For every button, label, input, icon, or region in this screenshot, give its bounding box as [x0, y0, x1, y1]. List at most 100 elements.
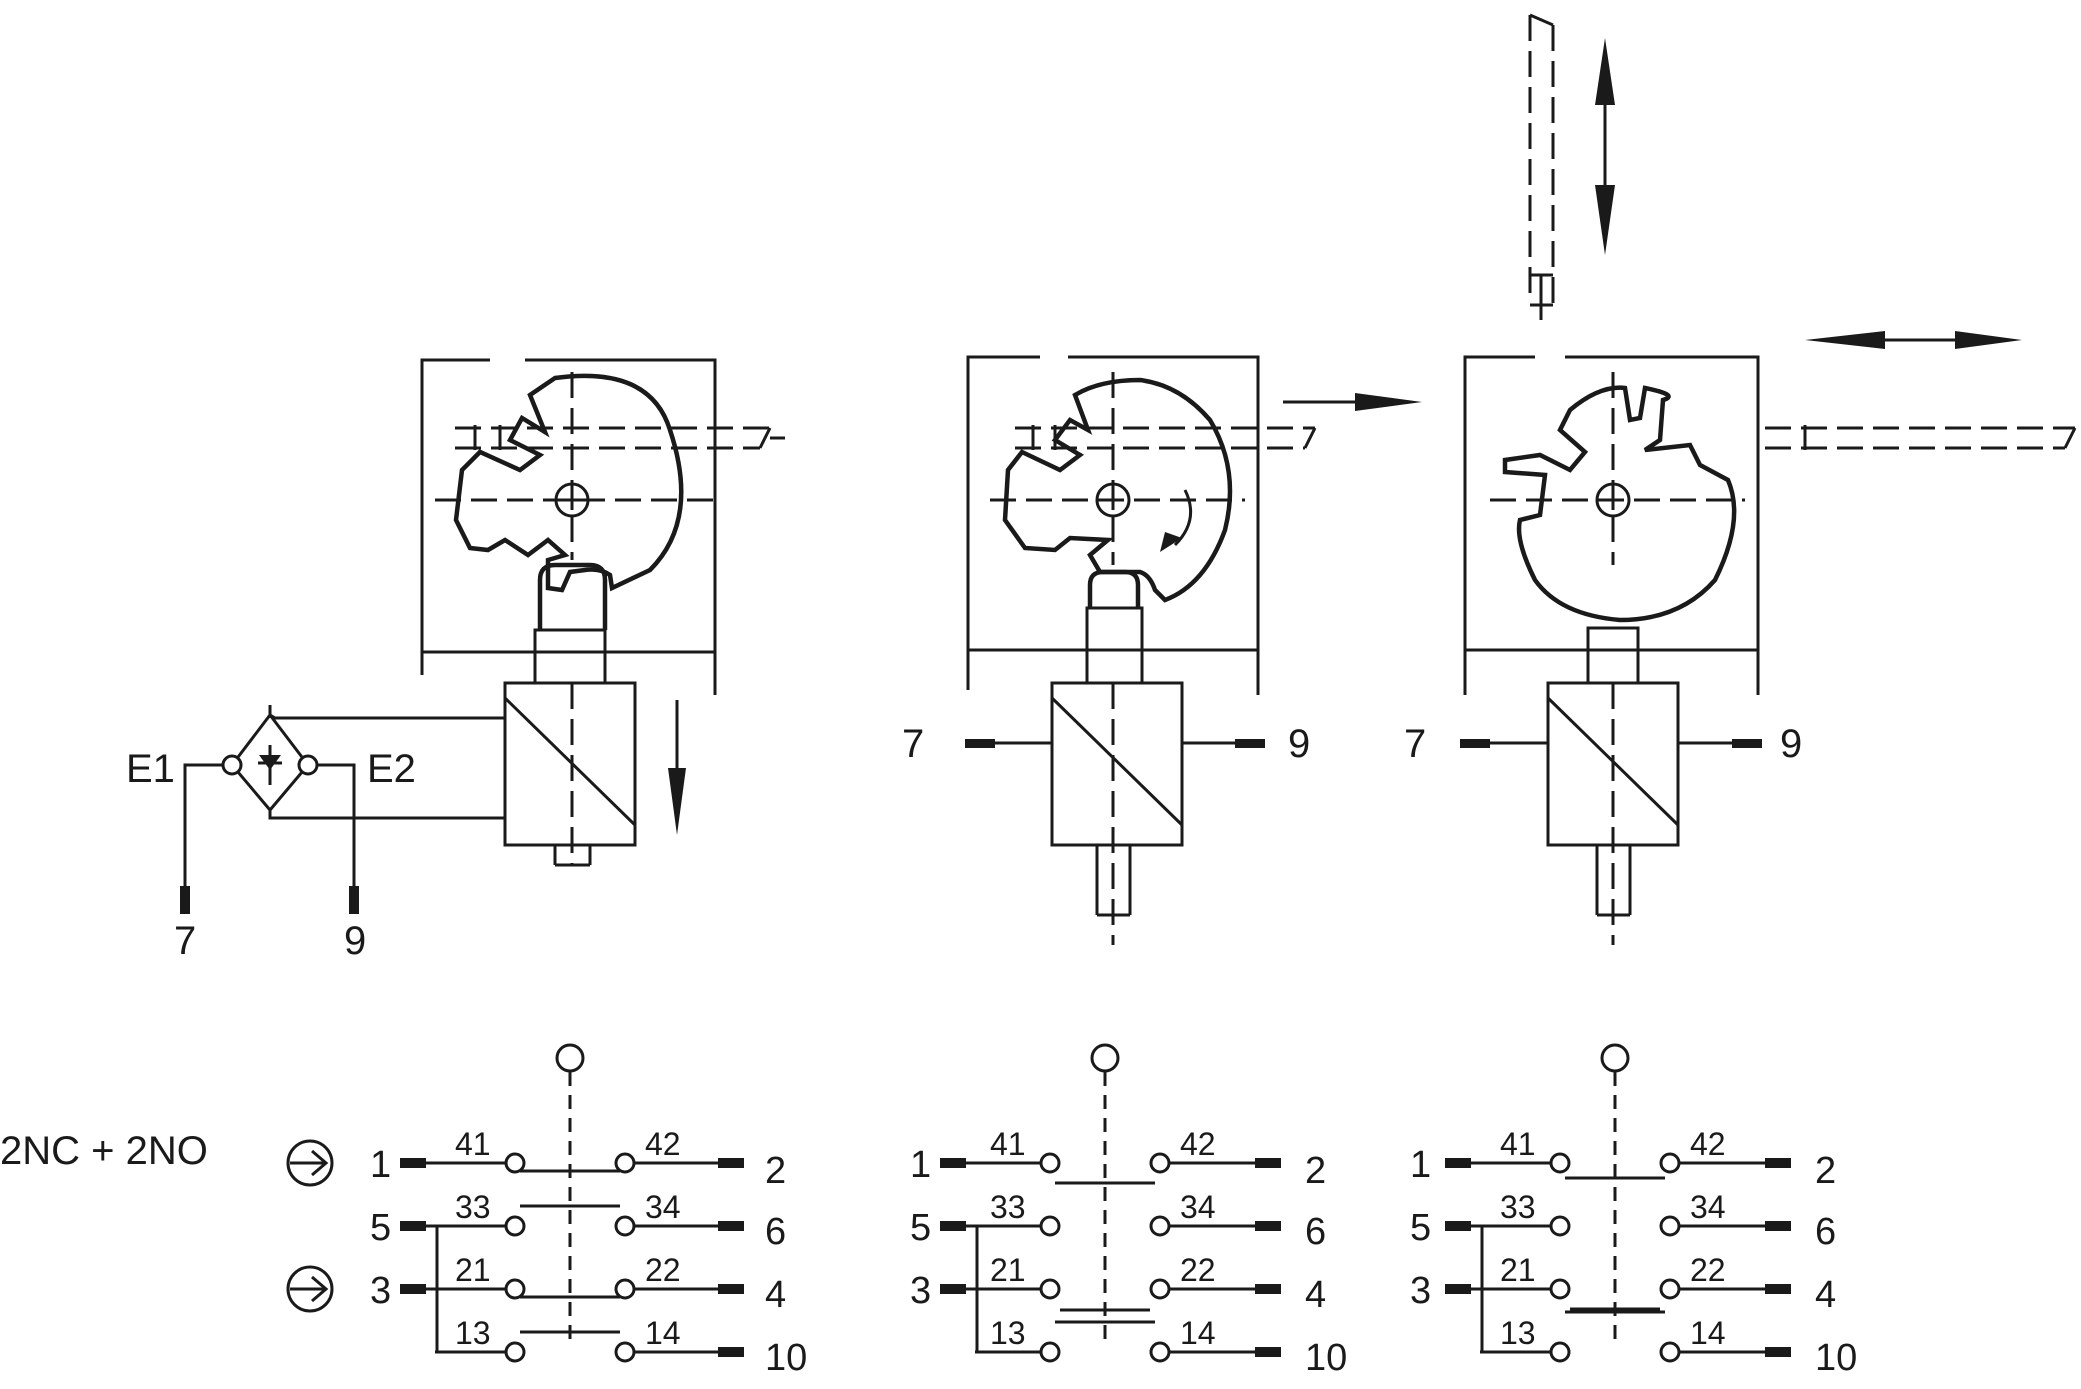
contact-node: [504, 1152, 526, 1174]
vertical-double-arrow: [1595, 38, 1615, 255]
contact-node: [1039, 1152, 1061, 1174]
actuator-key-vertical: [1528, 13, 1555, 320]
terminal-block: [1255, 1284, 1281, 1294]
coil-lead-bottom: [268, 810, 505, 820]
lead-e2: [317, 763, 356, 890]
contact-number: 34: [645, 1189, 681, 1225]
contact-node: [1549, 1152, 1571, 1174]
housing-right: [1463, 355, 1760, 695]
terminal-block: [1255, 1347, 1281, 1357]
plunger-stem-middle: [1095, 845, 1132, 917]
label-terminal-7: 7: [174, 919, 196, 963]
contact-number: 33: [1500, 1189, 1536, 1225]
cam-wheel-right: [1502, 385, 1737, 623]
terminal-7-middle: [965, 739, 995, 748]
contact-number: 41: [455, 1126, 491, 1162]
contact-number: 21: [1500, 1252, 1536, 1288]
terminal-block: [400, 1221, 426, 1231]
terminal-number: 2: [765, 1150, 786, 1192]
actuator-pin: [555, 1043, 585, 1073]
terminal-block: [1445, 1221, 1471, 1231]
contact-node: [1149, 1341, 1171, 1363]
terminal-block: [1255, 1158, 1281, 1168]
plunger-tip-middle: [1087, 569, 1141, 608]
solenoid-coil-middle: [1050, 681, 1184, 847]
contact-number: 34: [1690, 1189, 1726, 1225]
terminal-number: 1: [1410, 1144, 1431, 1186]
contact-number: 13: [1500, 1315, 1536, 1351]
terminal-block: [940, 1221, 966, 1231]
contact-number: 14: [1180, 1315, 1216, 1351]
rectifier-node-left: [221, 754, 243, 776]
horizontal-double-arrow: [1805, 331, 2022, 349]
terminal-number: 3: [910, 1270, 931, 1312]
arrow-in-circle-icon: [286, 1265, 334, 1313]
contact-number: 22: [1180, 1252, 1216, 1288]
mechanism-right: 7 9: [1404, 331, 2077, 945]
cam-wheel-left: [453, 373, 684, 593]
contact-config-label: 2NC + 2NO: [0, 1129, 208, 1173]
terminal-number: 1: [370, 1144, 391, 1186]
housing-left: [420, 358, 717, 695]
contact-node: [1659, 1341, 1681, 1363]
actuator-slot-middle: [1015, 425, 1317, 450]
terminal-number: 2: [1305, 1150, 1326, 1192]
arrow-head: [311, 1149, 329, 1177]
actuator-right-arrow: [1283, 393, 1422, 411]
terminal-number: 10: [765, 1337, 807, 1379]
terminal-block: [718, 1221, 744, 1231]
contact-number: 21: [990, 1252, 1026, 1288]
terminal-number: 5: [1410, 1207, 1431, 1249]
contact-number: 14: [1690, 1315, 1726, 1351]
contact-node: [1659, 1278, 1681, 1300]
terminal-number: 6: [1305, 1211, 1326, 1253]
terminal-7-right: [1460, 739, 1490, 748]
contact-node: [1549, 1215, 1571, 1237]
plunger-stem-right: [1595, 845, 1632, 917]
label-terminal-9: 9: [344, 919, 366, 963]
terminal-number: 5: [370, 1207, 391, 1249]
contact-node: [1149, 1152, 1171, 1174]
mechanism-left: [420, 358, 785, 867]
contact-number: 41: [990, 1126, 1026, 1162]
terminal-block: [1765, 1158, 1791, 1168]
actuator-slot-left: [455, 425, 785, 450]
contact-node: [504, 1341, 526, 1363]
housing-middle: [966, 355, 1260, 695]
contact-number: 13: [455, 1315, 491, 1351]
terminal-9-right: [1732, 739, 1762, 748]
terminal-number: 6: [765, 1211, 786, 1253]
terminal-number: 4: [1815, 1274, 1836, 1316]
contact-node: [1149, 1215, 1171, 1237]
label-7-middle: 7: [902, 722, 924, 766]
actuator-pin: [1090, 1043, 1120, 1073]
contact-node: [504, 1278, 526, 1300]
contact-number: 14: [645, 1315, 681, 1351]
contact-node: [504, 1215, 526, 1237]
label-9-right: 9: [1780, 722, 1802, 766]
lead-e1: [183, 763, 223, 890]
terminal-block: [400, 1284, 426, 1294]
plunger-stem-left: [553, 845, 592, 867]
terminal-number: 5: [910, 1207, 931, 1249]
terminal-block: [1255, 1221, 1281, 1231]
terminal-block: [400, 1158, 426, 1168]
label-9-middle: 9: [1288, 722, 1310, 766]
actuator-pin: [1600, 1043, 1630, 1073]
label-7-right: 7: [1404, 722, 1426, 766]
contact-node: [1659, 1215, 1681, 1237]
contact-number: 22: [645, 1252, 681, 1288]
terminal-block: [940, 1284, 966, 1294]
rotation-arrow: [1173, 489, 1193, 547]
solenoid-down-arrow: [668, 700, 686, 835]
contact-node: [1039, 1278, 1061, 1300]
terminal-7-left: [180, 886, 190, 914]
contact-number: 42: [645, 1126, 681, 1162]
contact-node: [1549, 1341, 1571, 1363]
